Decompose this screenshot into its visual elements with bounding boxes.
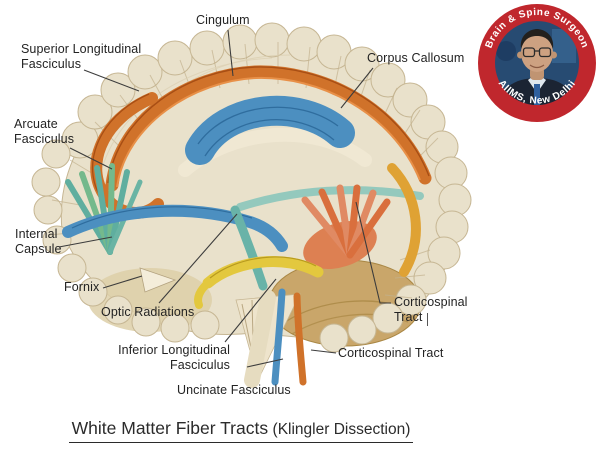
- caption-row: White Matter Fiber Tracts (Klingler Diss…: [0, 418, 482, 443]
- label-internal-capsule: Internal Capsule: [15, 227, 62, 256]
- optic-radiation-fibers: [230, 186, 424, 291]
- leader-cst-upper: [355, 201, 391, 304]
- label-cingulum: Cingulum: [196, 13, 250, 27]
- leader-arcuate: [69, 147, 113, 170]
- glasses: [522, 47, 552, 58]
- leader-lines: [58, 29, 391, 368]
- leader-cst-lower: [310, 349, 337, 354]
- leader-internal-capsule: [58, 236, 113, 248]
- uncinate-fasciculus-tract: [194, 255, 324, 309]
- figure-title-main: White Matter Fiber Tracts: [71, 418, 269, 438]
- gyri-rim: [31, 22, 472, 353]
- label-corpus-callosum: Corpus Callosum: [367, 51, 465, 65]
- surgeon-logo-badge: Brain & Spine Surgeon AIIMS, New Delhi: [478, 4, 596, 122]
- label-optic-radiations: Optic Radiations: [101, 305, 195, 319]
- cingulum-tract: [105, 65, 432, 192]
- label-uncinate-fasciculus: Uncinate Fasciculus: [177, 383, 291, 397]
- leader-optic-radiations: [158, 213, 238, 304]
- corpus-callosum-tract: [185, 95, 355, 165]
- text-cursor-artifact: [427, 313, 428, 326]
- label-arcuate-fasciculus: Arcuate Fasciculus: [14, 117, 75, 146]
- corticospinal-fan: [301, 184, 391, 269]
- leader-cingulum: [227, 29, 234, 77]
- fornix-structure: [139, 267, 177, 293]
- leader-corpus-callosum: [340, 67, 374, 109]
- leader-ilf-a: [224, 278, 277, 343]
- label-inferior-longitudinal-fasciculus: Inferior Longitudinal Fasciculus: [118, 343, 230, 372]
- leader-ilf-b: [246, 358, 284, 368]
- golden-band: [387, 163, 421, 277]
- label-corticospinal-tract-lower: Corticospinal Tract: [338, 346, 444, 360]
- mid-blue-fibers: [62, 204, 288, 252]
- figure-title-sub: (Klingler Dissection): [272, 421, 411, 438]
- label-superior-longitudinal-fasciculus: Superior Longitudinal Fasciculus: [21, 42, 142, 71]
- label-fornix: Fornix: [64, 280, 100, 294]
- figure-title: White Matter Fiber Tracts (Klingler Diss…: [68, 418, 414, 443]
- brainstem-strands: [235, 288, 307, 388]
- label-corticospinal-tract-upper: Corticospinal Tract: [394, 295, 468, 324]
- leader-slf: [83, 69, 140, 92]
- leader-fornix: [102, 275, 143, 289]
